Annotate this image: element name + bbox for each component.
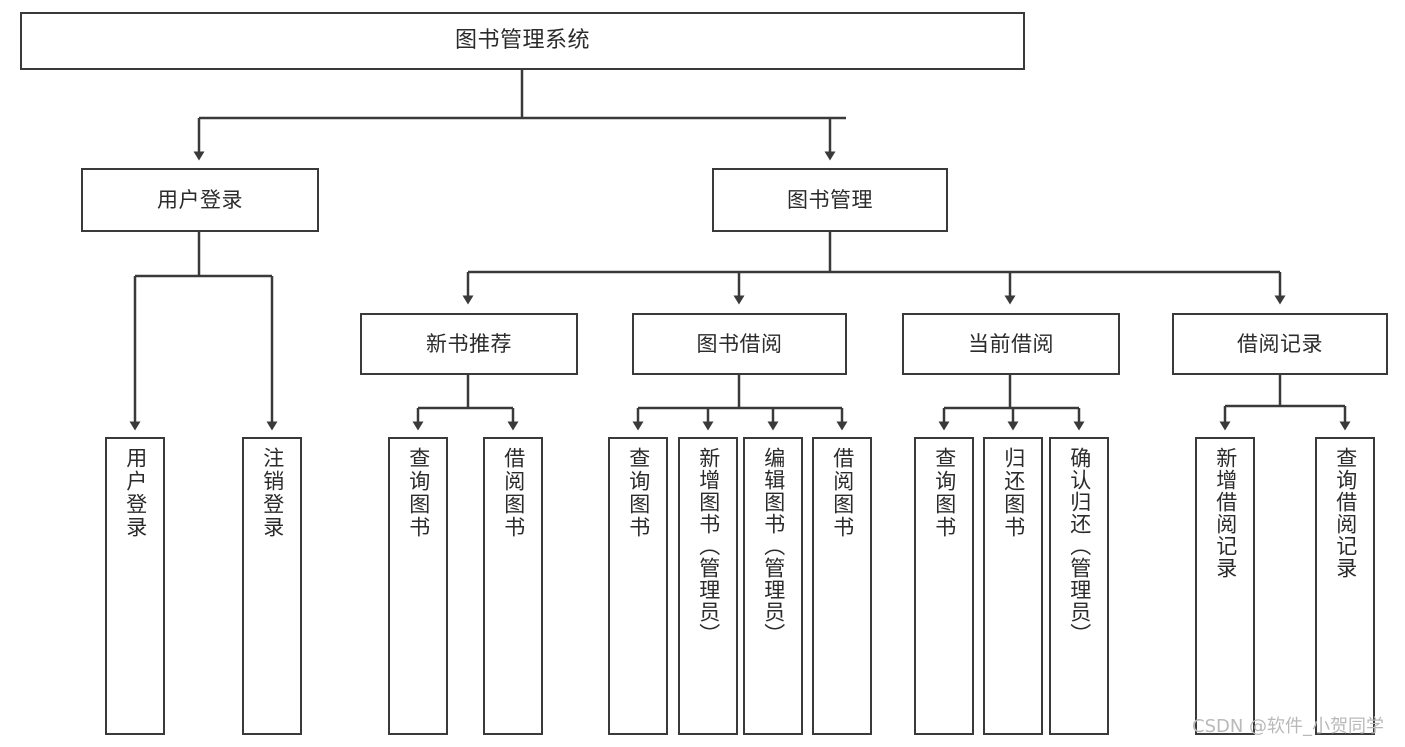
leaf-book-borrow-2[interactable]: 新增图书（管理员） — [678, 437, 738, 735]
leaf-user-login-1-label: 用户登录 — [123, 447, 148, 539]
leaf-book-borrow-2-label: 新增图书（管理员） — [696, 447, 721, 645]
node-current-borrow-label: 当前借阅 — [968, 331, 1054, 356]
node-borrow-record-label: 借阅记录 — [1237, 331, 1323, 356]
leaf-current-borrow-2[interactable]: 归还图书 — [983, 437, 1043, 735]
leaf-book-borrow-1[interactable]: 查询图书 — [608, 437, 668, 735]
node-root[interactable]: 图书管理系统 — [20, 12, 1025, 70]
leaf-current-borrow-3-label: 确认归还（管理员） — [1067, 447, 1092, 645]
leaf-borrow-record-1-label: 新增借阅记录 — [1213, 447, 1238, 579]
node-book-manage-label: 图书管理 — [787, 187, 873, 212]
leaf-new-book-1[interactable]: 查询图书 — [388, 437, 448, 735]
leaf-new-book-2[interactable]: 借阅图书 — [483, 437, 543, 735]
node-new-book-recommend[interactable]: 新书推荐 — [360, 313, 578, 375]
node-book-borrow-label: 图书借阅 — [696, 331, 783, 356]
node-new-book-recommend-label: 新书推荐 — [426, 331, 512, 356]
leaf-current-borrow-1-label: 查询图书 — [932, 447, 957, 539]
leaf-book-borrow-3[interactable]: 编辑图书（管理员） — [743, 437, 803, 735]
watermark: CSDN @软件_小贺同学 — [1192, 716, 1385, 737]
leaf-new-book-2-label: 借阅图书 — [501, 447, 526, 539]
node-borrow-record[interactable]: 借阅记录 — [1172, 313, 1388, 375]
leaf-book-borrow-1-label: 查询图书 — [626, 447, 651, 539]
leaf-book-borrow-4[interactable]: 借阅图书 — [812, 437, 872, 735]
leaf-current-borrow-3[interactable]: 确认归还（管理员） — [1049, 437, 1109, 735]
leaf-current-borrow-1[interactable]: 查询图书 — [914, 437, 974, 735]
leaf-book-borrow-3-label: 编辑图书（管理员） — [761, 447, 786, 645]
leaf-current-borrow-2-label: 归还图书 — [1001, 447, 1026, 539]
leaf-book-borrow-4-label: 借阅图书 — [830, 447, 855, 539]
leaf-borrow-record-1[interactable]: 新增借阅记录 — [1195, 437, 1255, 735]
node-user-login-label: 用户登录 — [157, 187, 243, 212]
leaf-borrow-record-2-label: 查询借阅记录 — [1333, 447, 1358, 579]
leaf-borrow-record-2[interactable]: 查询借阅记录 — [1315, 437, 1375, 735]
node-user-login[interactable]: 用户登录 — [81, 168, 319, 232]
leaf-user-login-1[interactable]: 用户登录 — [105, 437, 165, 735]
leaf-new-book-1-label: 查询图书 — [406, 447, 431, 539]
node-current-borrow[interactable]: 当前借阅 — [902, 313, 1120, 375]
node-book-manage[interactable]: 图书管理 — [712, 168, 948, 232]
node-root-label: 图书管理系统 — [454, 28, 590, 54]
leaf-user-login-2[interactable]: 注销登录 — [242, 437, 302, 735]
node-book-borrow[interactable]: 图书借阅 — [632, 313, 847, 375]
leaf-user-login-2-label: 注销登录 — [260, 447, 285, 539]
